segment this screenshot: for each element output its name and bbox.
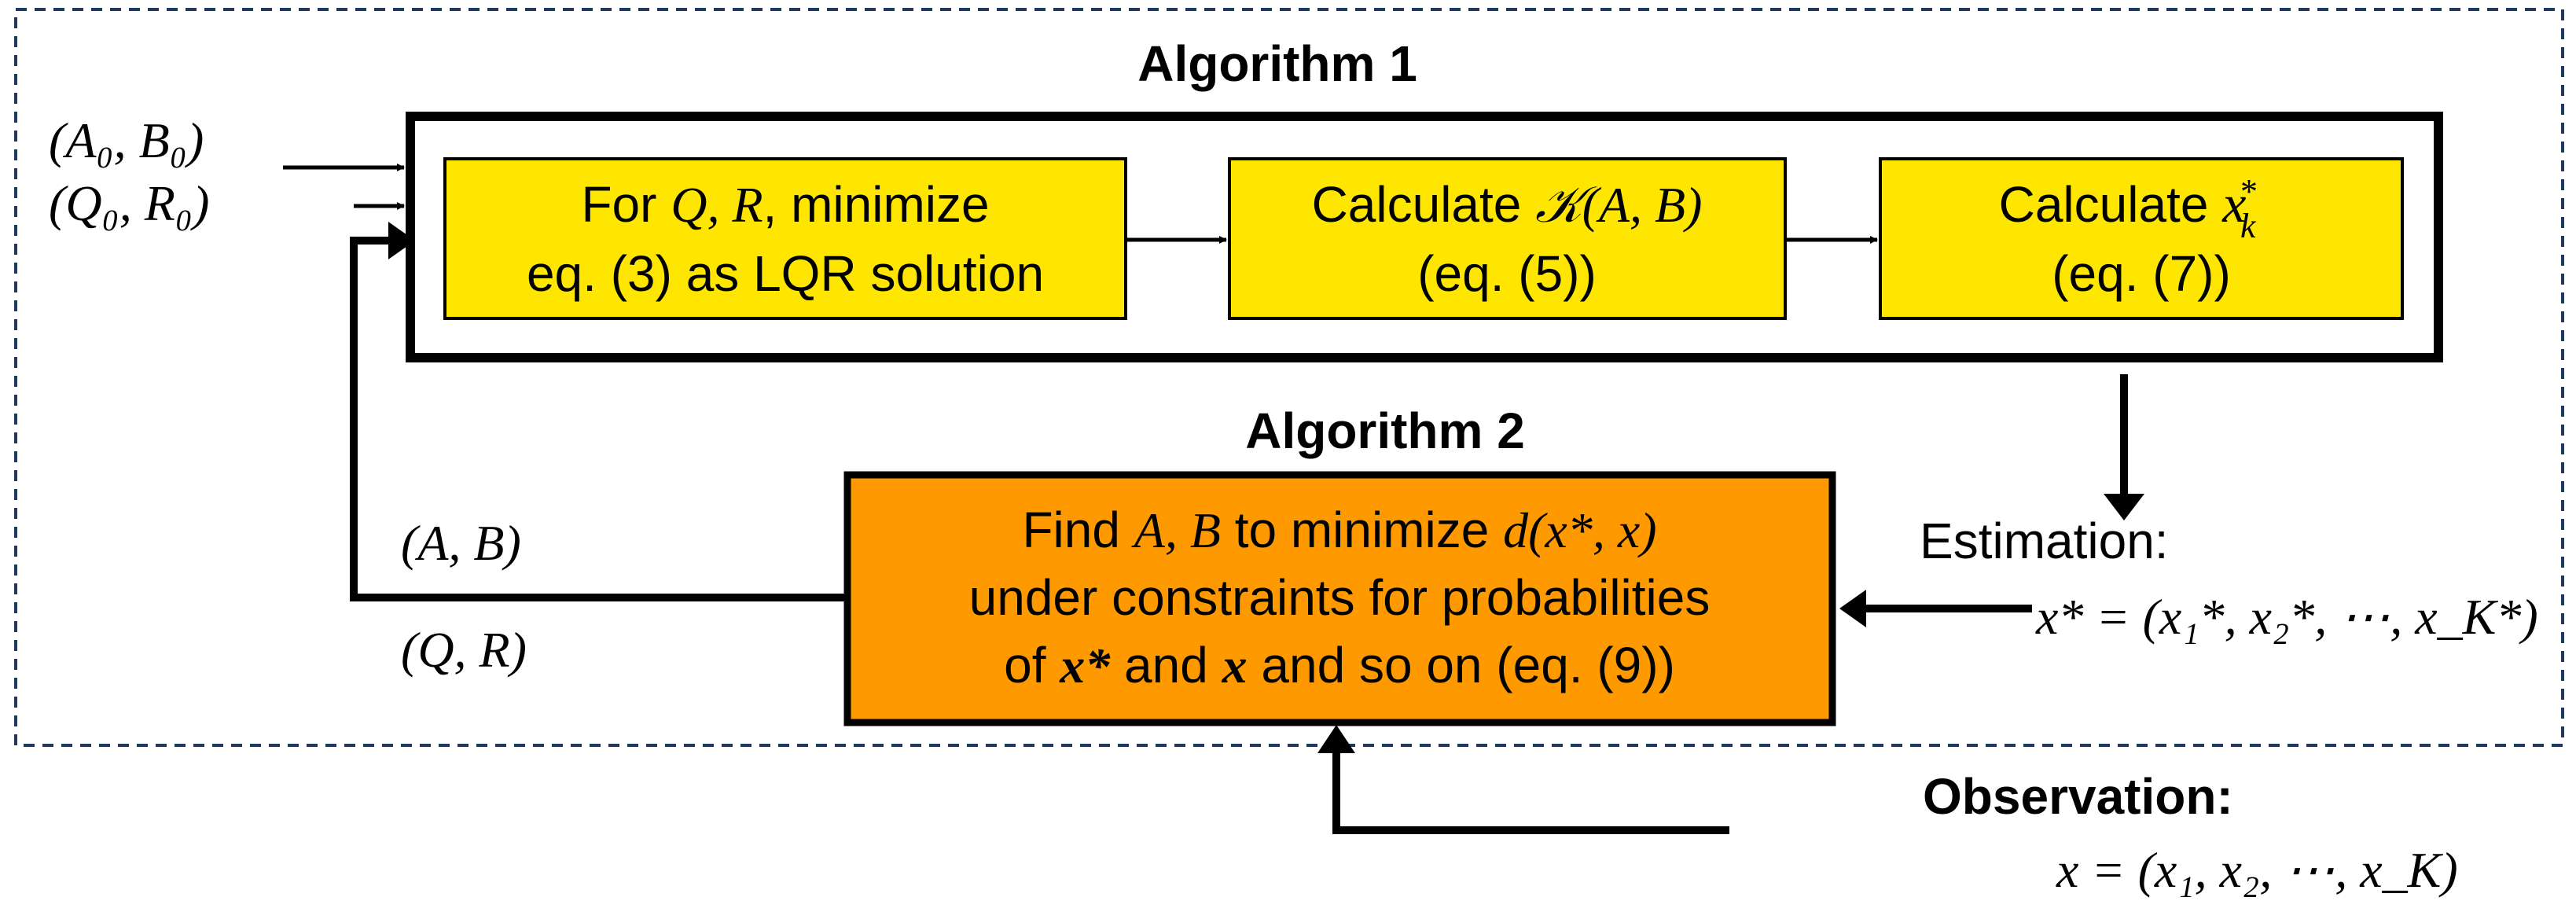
algorithm1-box-minimize	[443, 157, 1127, 320]
arrow-observation-head	[1317, 725, 1355, 753]
outer-dashed-frame	[14, 8, 2564, 747]
algorithm2-title: Algorithm 2	[1245, 403, 1525, 459]
feedback-qr-label: (Q, R)	[401, 622, 527, 678]
box1-line1: For Q, R, minimize	[581, 176, 989, 233]
observation-formula: x = (x₁, x₂, ⋯, x_K)	[2056, 842, 2458, 898]
estimation-formula: x* = (x₁*, x₂*, ⋯, x_K*)	[2035, 589, 2538, 645]
box3-sub: k	[2240, 207, 2257, 245]
feedback-ab-label: (A, B)	[401, 515, 521, 571]
arrow-alg1-to-estimation-head	[2104, 494, 2144, 520]
alg2-line3: of x* and x and so on (eq. (9))	[1004, 637, 1675, 693]
box3-line2: (eq. (7))	[2052, 245, 2231, 302]
observation-label: Observation:	[1923, 768, 2233, 825]
box2-line2: (eq. (5))	[1417, 245, 1597, 302]
estimation-label: Estimation:	[1920, 513, 2169, 569]
alg2-line2: under constraints for probabilities	[969, 569, 1711, 626]
arrow-estimation-to-alg2-head	[1839, 590, 1866, 627]
box2-line1: Calculate 𝒦(A, B)	[1312, 176, 1703, 233]
box3-sup: *	[2240, 172, 2258, 211]
algorithm2-box	[843, 471, 1836, 726]
box1-line2: eq. (3) as LQR solution	[527, 245, 1044, 302]
box3-line1: Calculate x	[1999, 174, 2247, 234]
feedback-loop-line	[350, 237, 847, 601]
initial-qr-label: (Q₀, R₀)	[49, 175, 209, 231]
algorithm1-box-calc-x	[1879, 157, 2404, 320]
initial-ab-label: (A₀, B₀)	[49, 112, 204, 168]
alg2-line1: Find A, B to minimize d(x*, x)	[1022, 502, 1656, 558]
arrow-observation-line	[1332, 747, 1729, 834]
algorithm1-title: Algorithm 1	[1137, 35, 1417, 92]
feedback-loop-head	[388, 222, 415, 259]
